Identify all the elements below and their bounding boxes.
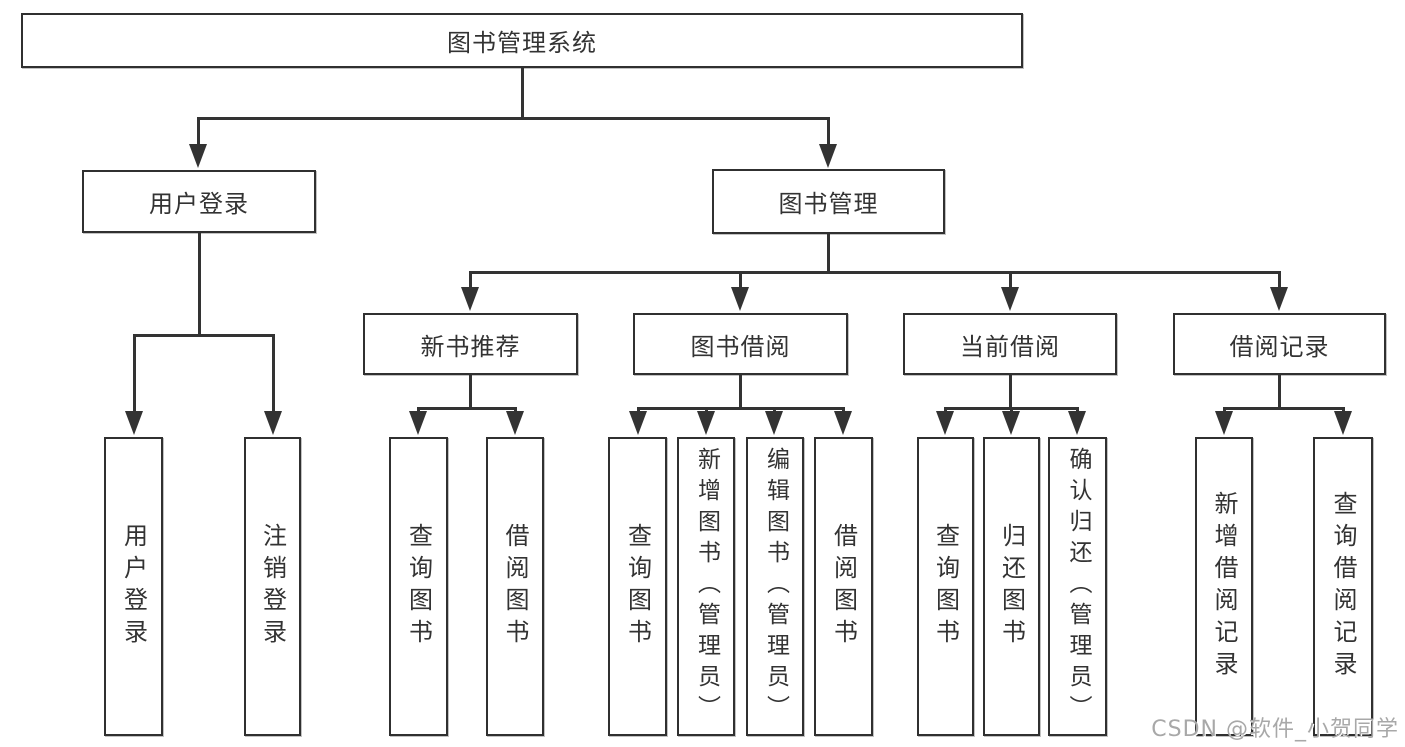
arrowhead-icon <box>834 411 852 435</box>
connector-line <box>271 335 275 415</box>
connector-line <box>468 270 1281 274</box>
connector-line <box>738 272 742 291</box>
arrowhead-icon <box>936 411 954 435</box>
arrowhead-icon <box>1334 411 1352 435</box>
connector-line <box>132 333 275 337</box>
connector-line <box>468 375 472 408</box>
leaf-logout-login-label: 注销登录 <box>258 522 287 651</box>
leaf-current-confirm-return: 确认归还（管理员） <box>1048 437 1107 736</box>
node-current-borrowing: 当前借阅 <box>903 313 1117 375</box>
leaf-current-confirm-return-label: 确认归还（管理员） <box>1065 447 1091 726</box>
leaf-borrowing-add-books: 新增图书（管理员） <box>677 437 735 736</box>
leaf-recommend-borrow-books: 借阅图书 <box>486 437 544 736</box>
connector-line <box>636 406 845 410</box>
node-new-book-recommend: 新书推荐 <box>363 313 578 375</box>
arrowhead-icon <box>1001 287 1019 311</box>
arrowhead-icon <box>125 411 143 435</box>
connector-line <box>520 68 524 118</box>
node-book-management-label: 图书管理 <box>778 190 879 218</box>
arrowhead-icon <box>1215 411 1233 435</box>
node-library-system: 图书管理系统 <box>21 13 1023 68</box>
connector-line <box>468 272 472 291</box>
leaf-recommend-borrow-books-label: 借阅图书 <box>501 522 529 651</box>
leaf-borrowing-add-books-label: 新增图书（管理员） <box>693 447 720 726</box>
arrowhead-icon <box>189 144 207 168</box>
leaf-current-return-books-label: 归还图书 <box>997 522 1026 651</box>
connector-line <box>1222 406 1345 410</box>
leaf-records-query-record: 查询借阅记录 <box>1313 437 1373 736</box>
leaf-user-login-label: 用户登录 <box>119 522 148 651</box>
arrowhead-icon <box>409 411 427 435</box>
leaf-logout-login: 注销登录 <box>244 437 301 736</box>
leaf-borrowing-edit-books-label: 编辑图书（管理员） <box>762 447 789 726</box>
node-book-management: 图书管理 <box>712 169 945 234</box>
leaf-borrowing-borrow-books-label: 借阅图书 <box>829 522 858 651</box>
leaf-borrowing-query-books-label: 查询图书 <box>623 522 652 651</box>
leaf-borrowing-edit-books: 编辑图书（管理员） <box>746 437 804 736</box>
node-borrowing-records: 借阅记录 <box>1173 313 1386 375</box>
arrowhead-icon <box>819 144 837 168</box>
connector-line <box>1008 375 1012 408</box>
node-library-system-label: 图书管理系统 <box>447 29 597 57</box>
leaf-records-add-record: 新增借阅记录 <box>1195 437 1253 736</box>
leaf-recommend-query-books-label: 查询图书 <box>404 522 433 651</box>
node-current-borrowing-label: 当前借阅 <box>960 332 1060 361</box>
connector-line <box>1008 272 1012 291</box>
connector-line <box>416 406 517 410</box>
leaf-borrowing-query-books: 查询图书 <box>608 437 667 736</box>
connector-line <box>826 234 830 272</box>
leaf-current-query-books: 查询图书 <box>917 437 974 736</box>
leaf-recommend-query-books: 查询图书 <box>389 437 448 736</box>
leaf-user-login: 用户登录 <box>104 437 163 736</box>
leaf-records-query-record-label: 查询借阅记录 <box>1329 490 1357 683</box>
connector-line <box>197 233 201 335</box>
arrowhead-icon <box>264 411 282 435</box>
leaf-current-query-books-label: 查询图书 <box>931 522 960 651</box>
leaf-records-add-record-label: 新增借阅记录 <box>1210 490 1238 683</box>
arrowhead-icon <box>461 287 479 311</box>
arrowhead-icon <box>731 287 749 311</box>
node-user-login-label: 用户登录 <box>149 190 249 218</box>
leaf-borrowing-borrow-books: 借阅图书 <box>814 437 873 736</box>
connector-line <box>826 118 830 148</box>
arrowhead-icon <box>1270 287 1288 311</box>
node-book-borrowing-label: 图书借阅 <box>690 332 791 361</box>
arrowhead-icon <box>1068 411 1086 435</box>
arrowhead-icon <box>697 411 715 435</box>
connector-line <box>1277 272 1281 291</box>
node-new-book-recommend-label: 新书推荐 <box>420 332 521 361</box>
connector-line <box>196 116 830 120</box>
arrowhead-icon <box>506 411 524 435</box>
arrowhead-icon <box>765 411 783 435</box>
node-book-borrowing: 图书借阅 <box>633 313 848 375</box>
node-user-login: 用户登录 <box>82 170 316 233</box>
node-borrowing-records-label: 借阅记录 <box>1229 332 1330 361</box>
watermark: CSDN @软件_小贺同学 <box>1151 717 1399 742</box>
arrowhead-icon <box>1002 411 1020 435</box>
connector-line <box>132 335 136 415</box>
leaf-current-return-books: 归还图书 <box>983 437 1040 736</box>
arrowhead-icon <box>629 411 647 435</box>
connector-line <box>196 118 200 148</box>
connector-line <box>1277 375 1281 408</box>
connector-line <box>738 375 742 408</box>
